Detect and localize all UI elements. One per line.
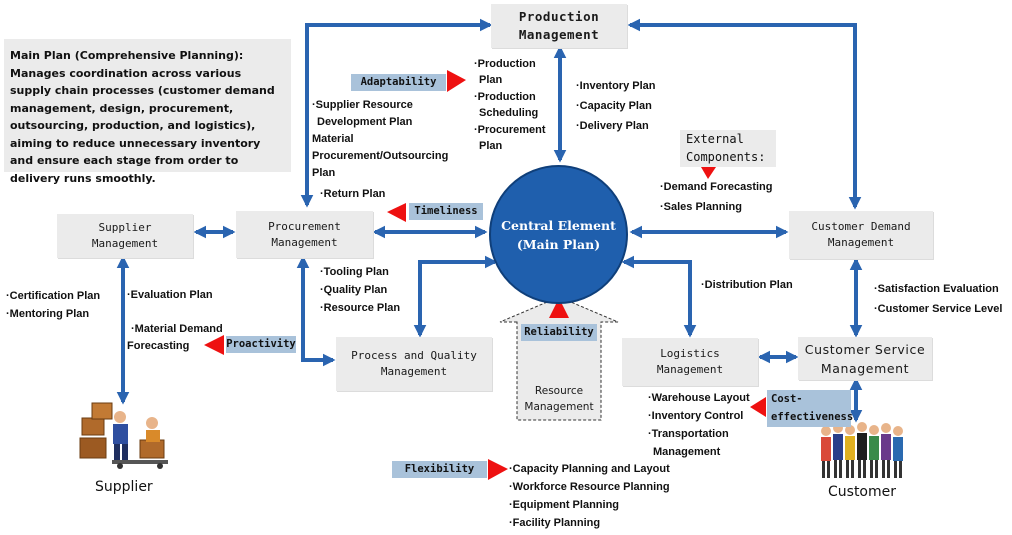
list-item: Material: [312, 133, 354, 145]
flexibility-red-triangle: [488, 459, 508, 480]
list-item: Sales Planning: [660, 197, 772, 217]
arrow-production-customer-demand: [627, 18, 862, 210]
inventory-plans-list: Inventory Plan Capacity Plan Delivery Pl…: [576, 76, 656, 136]
arrow-central-process: [413, 255, 498, 338]
list-item: Capacity Plan: [576, 96, 655, 116]
return-plan-list: Return Plan: [320, 185, 386, 203]
list-item: Satisfaction Evaluation: [874, 279, 1002, 299]
cost-effectiveness-tag: Cost-effectiveness: [767, 390, 853, 427]
arrow-central-logistics: [621, 255, 697, 338]
list-item: Inventory Plan: [576, 76, 656, 96]
cost-effectiveness-red-triangle: [750, 397, 766, 417]
timeliness-tag: Timeliness: [409, 203, 483, 220]
list-item: Equipment Planning: [509, 496, 670, 514]
list-item: Inventory Control: [648, 407, 750, 425]
list-item: Customer Service Level: [874, 299, 1003, 319]
adaptability-tag: Adaptability: [351, 74, 446, 91]
proactivity-tag: Proactivity: [226, 336, 296, 353]
customer-caption: Customer: [828, 484, 897, 500]
main-plan-note: Main Plan (Comprehensive Planning): Mana…: [4, 39, 291, 185]
list-item: Warehouse Layout: [648, 389, 750, 407]
customer-service-management-box: Customer Service Management: [798, 337, 932, 380]
list-item: Tooling Plan: [320, 263, 400, 281]
list-item: Workforce Resource Planning: [509, 478, 670, 496]
supplier-caption: Supplier: [95, 479, 153, 495]
central-element-circle: Central Element (Main Plan): [489, 165, 628, 304]
reliability-red-triangle: [549, 298, 569, 318]
logistics-management-box: Logistics Management: [622, 338, 758, 386]
certification-plans-list: Certification Plan Mentoring Plan: [6, 287, 100, 323]
list-item: Procurement/Outsourcing: [312, 150, 449, 162]
timeliness-red-triangle: [387, 203, 406, 222]
capacity-planning-list: Capacity Planning and Layout Workforce R…: [509, 460, 670, 532]
flexibility-tag: Flexibility: [392, 461, 487, 478]
list-item: Facility Planning: [509, 514, 670, 532]
list-item: Scheduling: [479, 107, 539, 120]
list-item: Management: [653, 446, 721, 458]
list-item: Delivery Plan: [576, 116, 655, 136]
list-item: Supplier Resource: [312, 97, 448, 114]
list-item: Procurement: [474, 122, 546, 138]
tooling-plans-list: Tooling Plan Quality Plan Resource Plan: [320, 263, 400, 317]
supplier-management-box: Supplier Management: [57, 214, 193, 258]
list-item: Plan: [479, 140, 503, 153]
list-item: Material Demand: [127, 321, 223, 338]
demand-forecasting-list: Demand Forecasting Sales Planning: [660, 177, 773, 217]
adaptability-red-triangle: [447, 70, 466, 92]
list-item: Distribution Plan: [701, 276, 793, 294]
customer-demand-management-box: Customer Demand Management: [789, 211, 933, 259]
list-item: Quality Plan: [320, 281, 400, 299]
list-item: Transportation: [648, 425, 750, 443]
supplier-resource-list: Supplier Resource Development Plan Mater…: [312, 97, 448, 182]
satisfaction-list: Satisfaction Evaluation Customer Service…: [874, 279, 1003, 319]
production-plans-list: Production Plan Production Scheduling Pr…: [474, 56, 546, 154]
list-item: Plan: [479, 74, 503, 87]
list-item: Demand Forecasting: [660, 177, 773, 197]
customer-illustration: [821, 422, 903, 478]
production-management-box: Production Management: [491, 4, 627, 48]
external-components-box: External Components:: [680, 130, 776, 167]
list-item: Mentoring Plan: [6, 305, 100, 323]
supplier-illustration: [79, 402, 168, 469]
proactivity-red-triangle: [204, 335, 224, 355]
list-item: Development Plan: [317, 116, 413, 128]
evaluation-plans-list: Evaluation Plan x Material Demand Foreca…: [127, 287, 223, 355]
list-item: Production: [474, 56, 546, 72]
arrow-procurement-process: [296, 255, 336, 367]
process-quality-management-box: Process and Quality Management: [336, 337, 492, 391]
arrow-production-procurement: [300, 18, 493, 208]
warehouse-list: Warehouse Layout Inventory Control Trans…: [648, 389, 750, 461]
list-item: Plan: [312, 167, 336, 179]
reliability-tag: Reliability: [521, 324, 597, 341]
external-red-triangle: [701, 167, 716, 179]
list-item: Resource Plan: [320, 299, 400, 317]
list-item: Evaluation Plan: [127, 287, 223, 304]
list-item: Capacity Planning and Layout: [509, 460, 670, 478]
list-item: Return Plan: [320, 185, 386, 203]
list-item: Forecasting: [127, 340, 190, 352]
list-item: Certification Plan: [6, 287, 100, 305]
resource-management-label: Resource Management: [524, 385, 594, 413]
distribution-plan-list: Distribution Plan: [701, 276, 793, 294]
procurement-management-box: Procurement Management: [236, 211, 373, 258]
list-item: Production: [474, 89, 546, 105]
